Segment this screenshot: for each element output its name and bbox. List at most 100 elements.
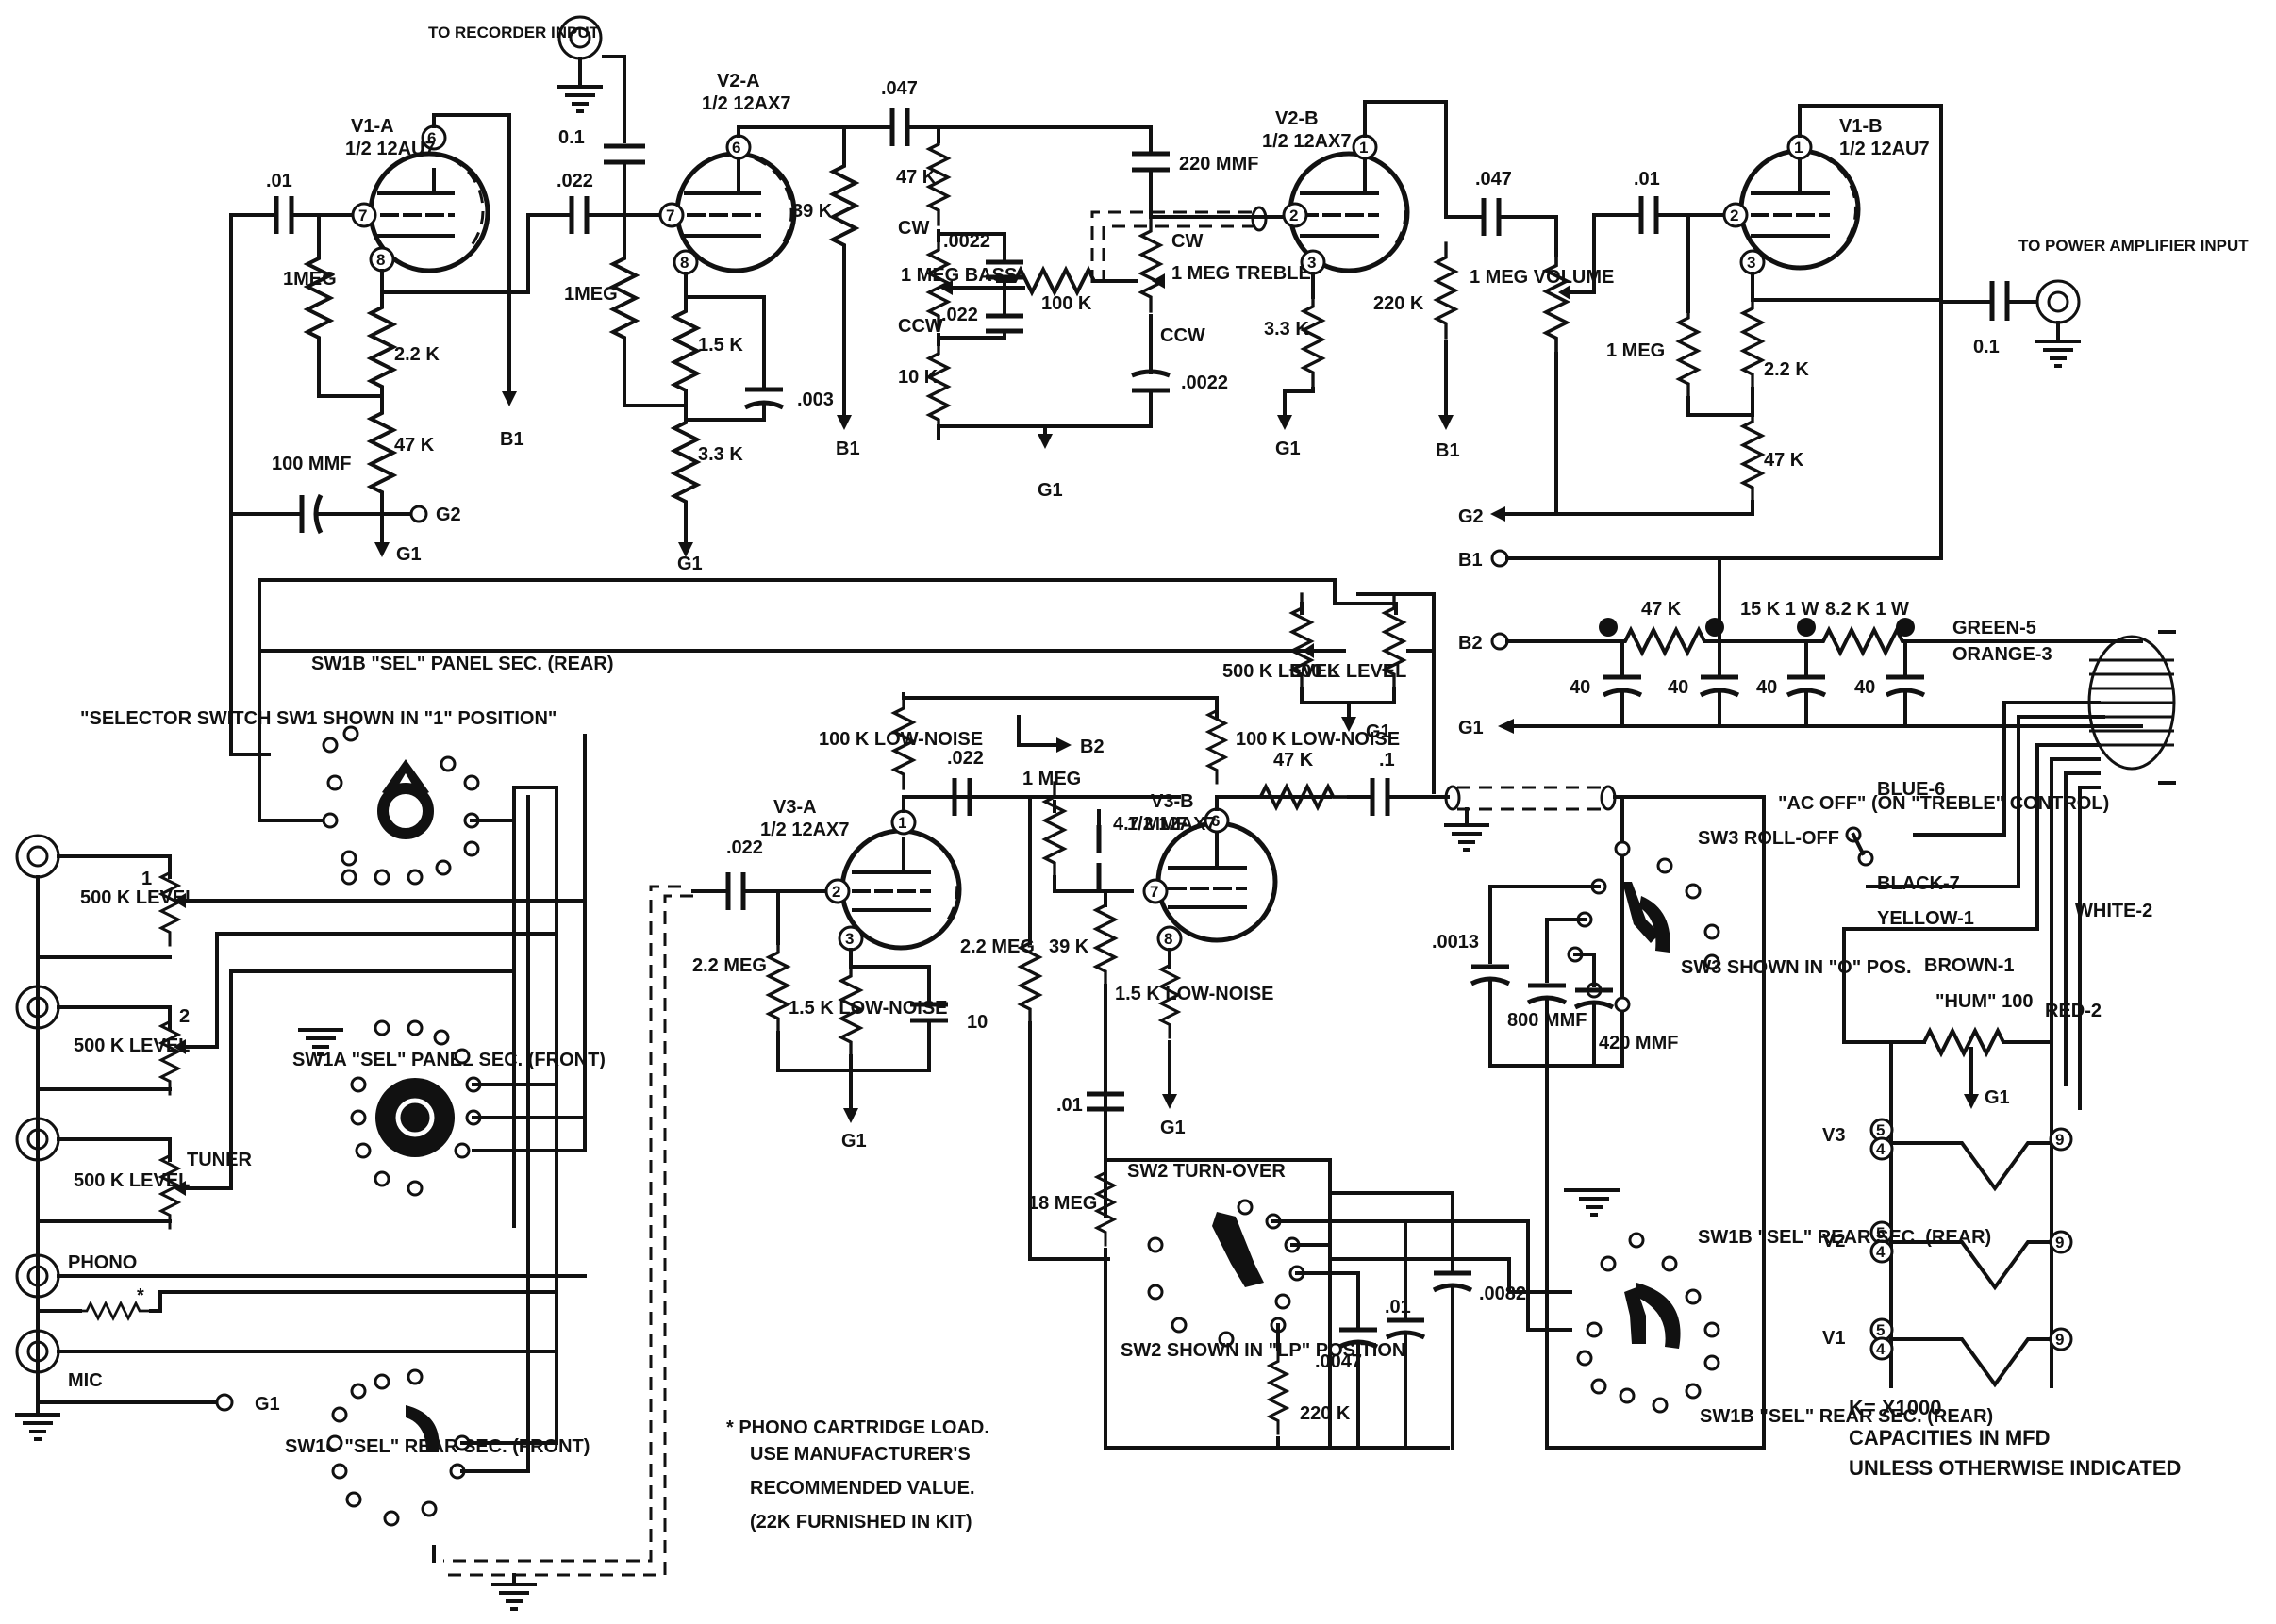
label-10k: 10 K	[898, 367, 939, 388]
label-c022: .022	[941, 305, 978, 325]
label-ac-off: "AC OFF" (ON "TREBLE" CONTROL)	[1778, 793, 2109, 814]
label-39k: 39 K	[1049, 936, 1089, 957]
label-15k: 1.5 K LOW-NOISE	[1115, 984, 1274, 1004]
note-phono-1: * PHONO CARTRIDGE LOAD.	[726, 1417, 989, 1438]
sw1b-rear-contacts	[1576, 1232, 1720, 1414]
label-sw2-note: SW2 SHOWN IN "LP" POSITION	[1121, 1340, 1405, 1361]
note-phono-2: USE MANUFACTURER'S	[750, 1444, 971, 1465]
label-ccw: CCW	[1160, 325, 1205, 346]
pin-6: 6	[1211, 812, 1220, 830]
label-phono: PHONO	[68, 1252, 137, 1273]
stage-tone-controls: .047 G1 47 K CW 1 MEG BASS CCW 10 K .002…	[875, 78, 1311, 501]
sw3-contacts	[1567, 840, 1720, 1013]
pin-1: 1	[898, 814, 906, 832]
label-cw: CW	[1171, 231, 1203, 252]
stage-v1b: .01 1 MEG 1 2 3 V1-B 1/2 12AU7 2.2 K 4	[1458, 104, 2249, 560]
label-sw1b-rear: SW1B "SEL" REAR SEC. (REAR)	[1698, 1227, 1991, 1248]
label-33k: 3.3 K	[698, 444, 743, 465]
label-c01-rec: 0.1	[558, 127, 585, 148]
pin-9: 9	[2055, 1234, 2064, 1251]
tube-v1a-name: V1-A	[351, 116, 394, 137]
node-g1: G1	[396, 544, 422, 565]
label-bass: 1 MEG BASS	[901, 265, 1017, 286]
label-hum-pot: "HUM" 100	[1935, 991, 2033, 1012]
heater-v2: V2 5 4 9	[1822, 1220, 2073, 1291]
stage-v1a: 6 7 8 .01 1MEG 2.2 K 47 K 100 MMF G2 G1 …	[229, 113, 524, 565]
label-47mmf: 4.7 MMF	[1113, 814, 1188, 835]
label-recorder-input: TO RECORDER INPUT	[428, 24, 600, 41]
selector-section: "SELECTOR SWITCH SW1 SHOWN IN "1" POSITI…	[15, 512, 613, 1611]
label-220mmf: 220 MMF	[1179, 154, 1258, 174]
label-c40: 40	[1570, 677, 1590, 698]
label-c0013: .0013	[1432, 932, 1479, 953]
label-selector-note: "SELECTOR SWITCH SW1 SHOWN IN "1" POSITI…	[80, 708, 557, 729]
label-volume: 1 MEG VOLUME	[1470, 267, 1614, 288]
pin-7: 7	[1150, 883, 1158, 901]
tube-v3a-type: 1/2 12AX7	[760, 820, 850, 840]
wire-white: WHITE-2	[2075, 901, 2152, 921]
wire-red: RED-2	[2045, 1001, 2102, 1021]
wire-brown: BROWN-1	[1924, 955, 2015, 976]
label-1meg: 1MEG	[283, 269, 337, 290]
label-15k: 1.5 K LOW-NOISE	[789, 998, 948, 1019]
label-phono-load: *	[137, 1285, 144, 1306]
tube-v2a-type: 1/2 12AX7	[702, 93, 791, 114]
label-500k-level: 500 K LEVEL	[80, 887, 196, 908]
label-47k: 47 K	[1764, 450, 1804, 471]
label-100k: 100 K LOW-NOISE	[819, 729, 983, 750]
node-b1: B1	[500, 429, 524, 450]
label-c1: .1	[1379, 750, 1395, 771]
pin-3: 3	[1747, 254, 1755, 272]
node-g1: G1	[255, 1394, 280, 1415]
input-jacks: 1 500 K LEVEL 2 500 K LEVEL TUNER 500 K …	[15, 834, 587, 1441]
label-c0047: .0047	[1315, 1351, 1362, 1372]
node-g2: G2	[1458, 506, 1484, 527]
power-cable: GREEN-5 ORANGE-3 BLUE-6 BLACK-7 YELLOW-1…	[1778, 618, 2176, 1388]
label-sw3-rolloff: SW3 ROLL-OFF	[1698, 828, 1839, 849]
label-v3: V3	[1822, 1125, 1845, 1146]
label-c01: .01	[266, 171, 292, 191]
node-b1: B1	[836, 439, 860, 459]
label-800mmf: 800 MMF	[1507, 1010, 1587, 1031]
label-c022: .022	[557, 171, 593, 191]
node-g1: G1	[677, 554, 703, 574]
label-treble: 1 MEG TREBLE	[1171, 263, 1311, 284]
tube-v3b-type: 1/2 12AX7	[1127, 814, 1217, 835]
stage-v3: .022 2.2 MEG 1 2 3 V3-A 1/2 12AX7 B2 100…	[443, 592, 1624, 1577]
pin-5: 5	[1876, 1121, 1885, 1139]
legend-capacities: CAPACITIES IN MFD	[1849, 1426, 2050, 1450]
label-100mmf: 100 MMF	[272, 454, 351, 474]
heater-v3: V3 5 4 9	[1822, 1118, 2073, 1192]
notes: * PHONO CARTRIDGE LOAD. USE MANUFACTURER…	[726, 1396, 2181, 1533]
label-c10: 10	[967, 1012, 988, 1033]
pin-5: 5	[1876, 1321, 1885, 1339]
pin-9: 9	[2055, 1331, 2064, 1349]
label-tuner: TUNER	[187, 1150, 252, 1170]
tube-v1b-name: V1-B	[1839, 116, 1883, 137]
pin-8: 8	[680, 254, 689, 272]
pin-4: 4	[1876, 1340, 1886, 1358]
pin-6: 6	[732, 139, 740, 157]
label-c022: .022	[726, 837, 763, 858]
stage-v2b: 1 2 3 V2-B 1/2 12AX7 220 K B1 3.3 K G1 .…	[1262, 100, 1643, 516]
label-1meg-v2a: 1MEG	[564, 284, 618, 305]
label-cw: CW	[898, 218, 929, 239]
node-b1: B1	[1436, 440, 1460, 461]
label-c40: 40	[1854, 677, 1875, 698]
wire-yellow: YELLOW-1	[1877, 908, 1974, 929]
label-sw1b-panel: SW1B "SEL" PANEL SEC. (REAR)	[311, 654, 613, 674]
label-15k-1w: 15 K 1 W	[1740, 599, 1819, 620]
label-22meg: 2.2 MEG	[692, 955, 767, 976]
sw1b-contacts	[322, 725, 480, 886]
node-b1: B1	[1458, 550, 1483, 571]
pin-8: 8	[376, 251, 385, 269]
label-mic: MIC	[68, 1370, 103, 1391]
label-v1: V1	[1822, 1328, 1845, 1349]
sw1c-contacts	[326, 1368, 471, 1527]
label-c003: .003	[797, 389, 834, 410]
label-18meg: 18 MEG	[1028, 1193, 1097, 1214]
label-500k-level: 500 K LEVEL	[74, 1036, 190, 1056]
node-g1: G1	[1366, 721, 1391, 742]
stage-v2a: TO RECORDER INPUT 0.1 .022 1MEG 6 7 8 V2…	[428, 15, 879, 574]
pin-3: 3	[1307, 254, 1316, 272]
